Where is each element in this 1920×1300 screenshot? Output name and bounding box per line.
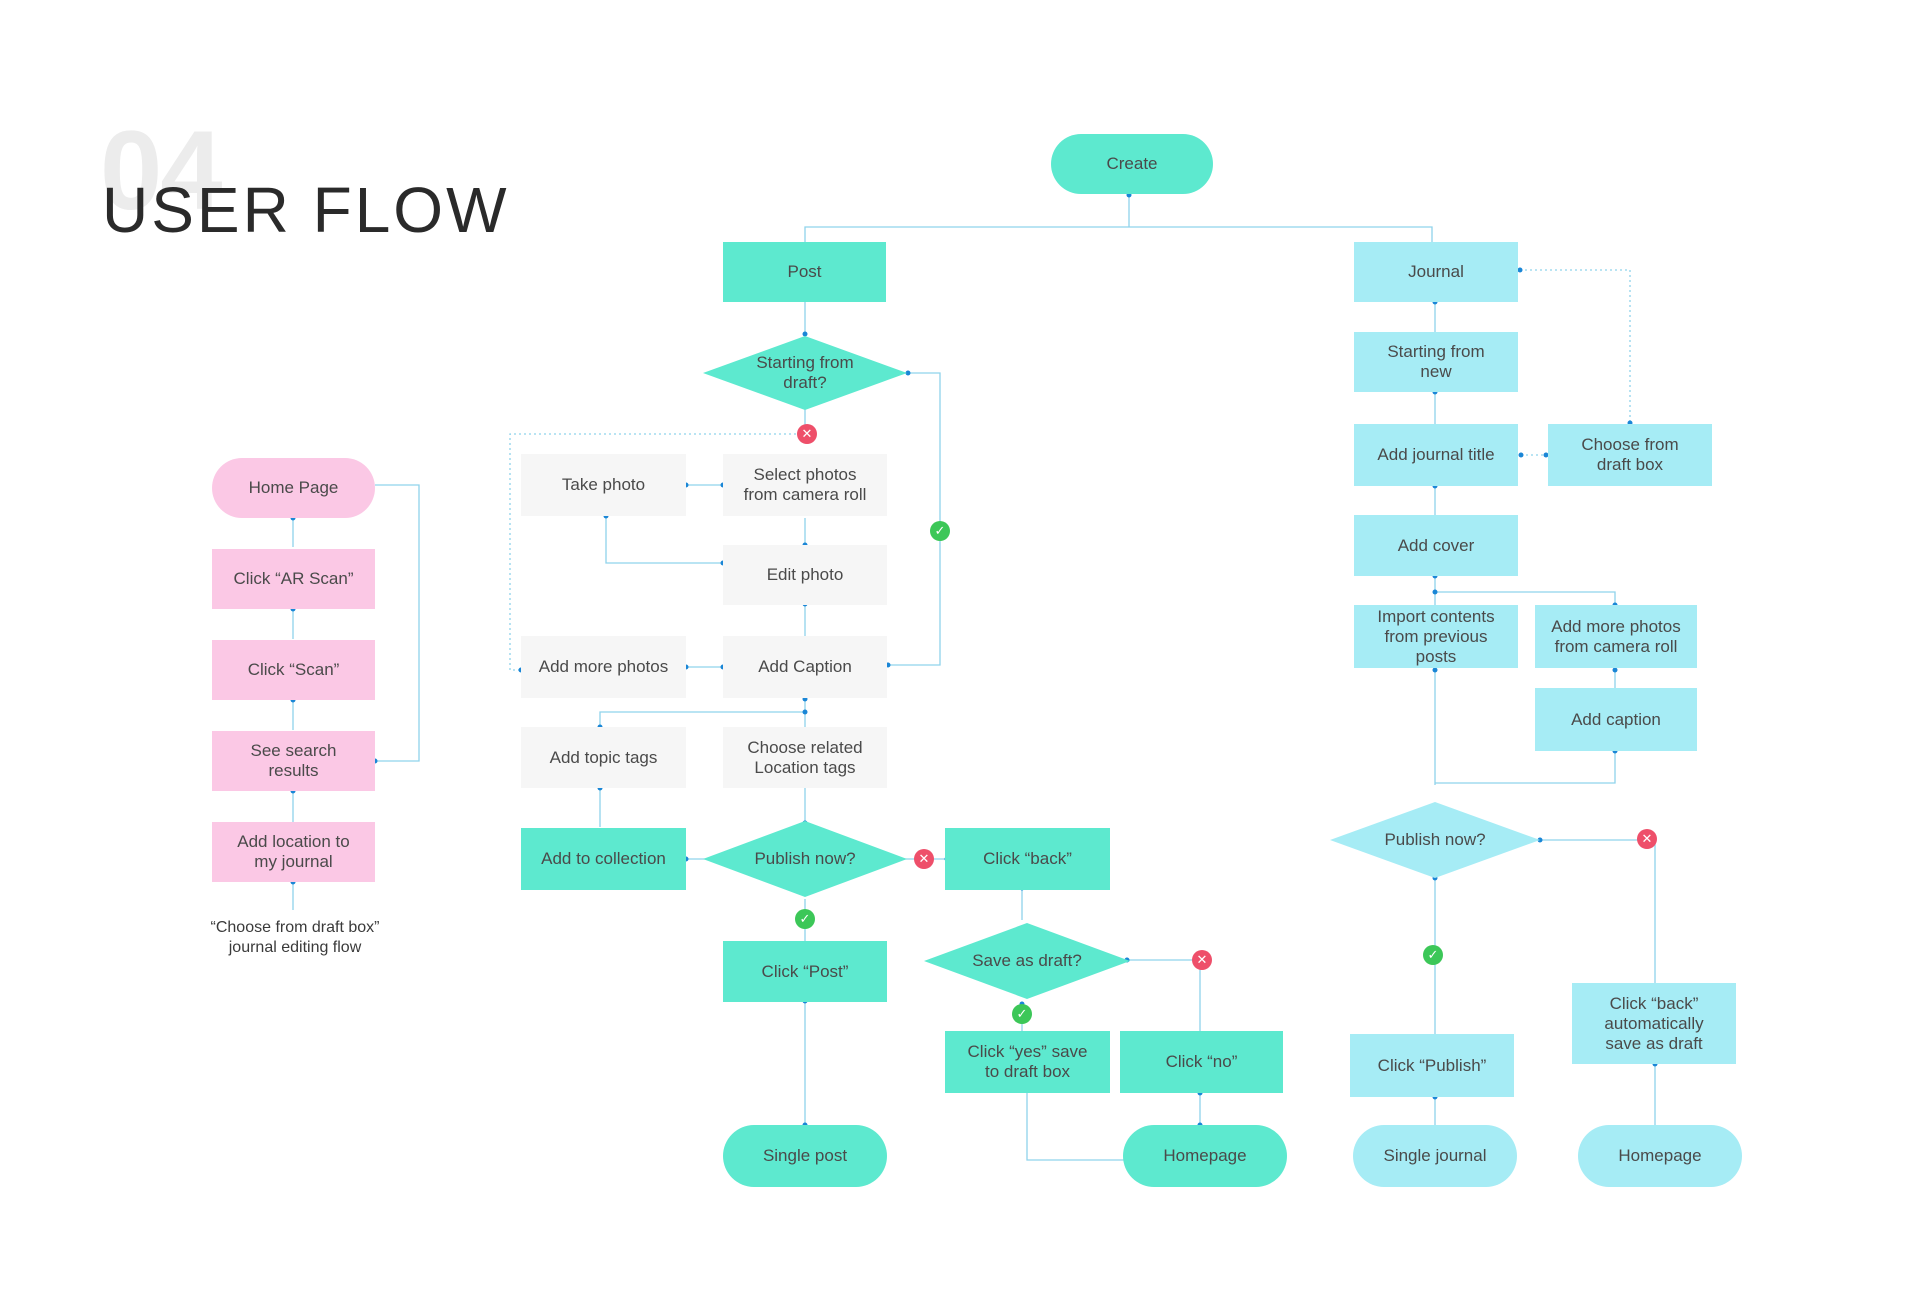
click-back-auto-node: Click “back” automatically save as draft bbox=[1572, 983, 1736, 1064]
add-more-photos-node: Add more photos bbox=[521, 636, 686, 698]
select-photos-node: Select photos from camera roll bbox=[723, 454, 887, 516]
connector bbox=[1435, 591, 1616, 605]
click-yes-node: Click “yes” save to draft box bbox=[945, 1031, 1110, 1093]
homepage-journal-node: Homepage bbox=[1578, 1125, 1742, 1187]
add-caption-node: Add Caption bbox=[723, 636, 887, 698]
click-post-node: Click “Post” bbox=[723, 941, 887, 1002]
add-topic-tags-node: Add topic tags bbox=[521, 727, 686, 788]
close-icon: ✕ bbox=[797, 424, 817, 444]
check-icon: ✓ bbox=[930, 521, 950, 541]
create-node: Create bbox=[1051, 134, 1213, 194]
close-icon: ✕ bbox=[914, 849, 934, 869]
starting-from-new-node: Starting from new bbox=[1354, 332, 1518, 392]
import-contents-node: Import contents from previous posts bbox=[1354, 605, 1518, 668]
click-no-node: Click “no” bbox=[1120, 1031, 1283, 1093]
click-ar-scan-node: Click “AR Scan” bbox=[212, 549, 375, 609]
connector bbox=[599, 711, 805, 727]
choose-from-draft-box-node: Choose from draft box bbox=[1548, 424, 1712, 486]
connector bbox=[605, 516, 723, 564]
home-page-node: Home Page bbox=[212, 458, 375, 518]
edit-photo-node: Edit photo bbox=[723, 545, 887, 605]
add-location-node: Add location to my journal bbox=[212, 822, 375, 882]
take-photo-node: Take photo bbox=[521, 454, 686, 516]
connector bbox=[1540, 839, 1656, 983]
post-node: Post bbox=[723, 242, 886, 302]
see-search-results-node: See search results bbox=[212, 731, 375, 791]
dotted-connector bbox=[1520, 269, 1631, 423]
add-caption-journal-node: Add caption bbox=[1535, 688, 1697, 751]
close-icon: ✕ bbox=[1637, 829, 1657, 849]
connector bbox=[804, 195, 1433, 242]
connector bbox=[375, 484, 420, 762]
add-more-photos-journal-node: Add more photos from camera roll bbox=[1535, 605, 1697, 668]
single-journal-node: Single journal bbox=[1353, 1125, 1517, 1187]
connector bbox=[1026, 1093, 1126, 1161]
check-icon: ✓ bbox=[1423, 945, 1443, 965]
check-icon: ✓ bbox=[1012, 1004, 1032, 1024]
add-journal-title-node: Add journal title bbox=[1354, 424, 1518, 486]
draft-box-footnote: “Choose from draft box” journal editing … bbox=[210, 919, 380, 956]
diamond-starting-from-draft bbox=[703, 336, 907, 410]
click-publish-node: Click “Publish” bbox=[1350, 1034, 1514, 1097]
click-back-node: Click “back” bbox=[945, 828, 1110, 890]
add-to-collection-node: Add to collection bbox=[521, 828, 686, 890]
diamond-publish-now-journal bbox=[1330, 802, 1540, 878]
add-cover-node: Add cover bbox=[1354, 515, 1518, 576]
choose-location-tags-node: Choose related Location tags bbox=[723, 727, 887, 788]
single-post-node: Single post bbox=[723, 1125, 887, 1187]
close-icon: ✕ bbox=[1192, 950, 1212, 970]
diamond-save-as-draft bbox=[924, 923, 1130, 999]
connector bbox=[1127, 959, 1201, 1031]
click-scan-node: Click “Scan” bbox=[212, 640, 375, 700]
journal-node: Journal bbox=[1354, 242, 1518, 302]
diamond-publish-now-post bbox=[703, 821, 907, 897]
page-title: USER FLOW bbox=[102, 174, 510, 246]
check-icon: ✓ bbox=[795, 909, 815, 929]
section-number: 04 bbox=[100, 108, 223, 233]
homepage-post-node: Homepage bbox=[1123, 1125, 1287, 1187]
connector bbox=[1435, 751, 1616, 784]
connector bbox=[888, 372, 941, 666]
